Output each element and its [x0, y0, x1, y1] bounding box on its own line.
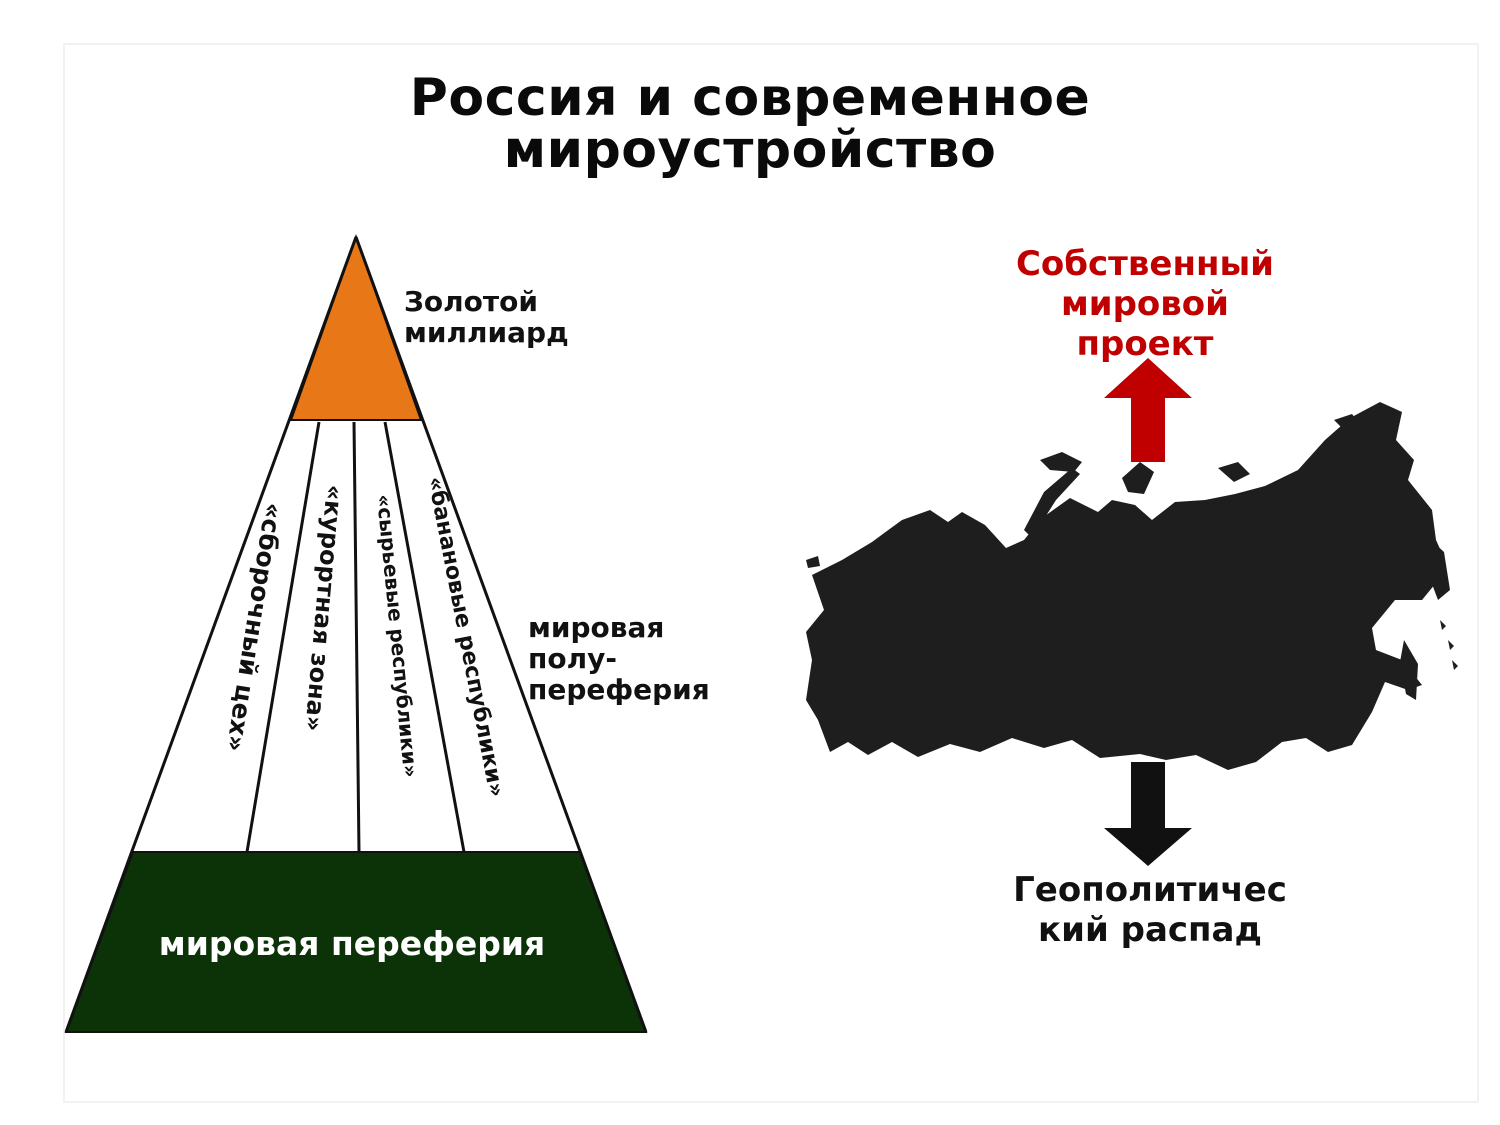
- title-line-1: Россия и современное: [409, 68, 1091, 128]
- kamchatka: [1418, 528, 1450, 600]
- franz-josef-land: [1040, 452, 1082, 472]
- pyramid-top-section: [289, 234, 423, 421]
- own-world-project-label: Собственный мировой проект: [1015, 244, 1275, 364]
- base-label: мировая переферия: [159, 924, 545, 963]
- pyramid-right-edge: [354, 236, 648, 1033]
- golden-billion-label: Золотой миллиард: [404, 285, 569, 349]
- wrangel-island: [1334, 414, 1360, 430]
- russia-map: [806, 402, 1458, 770]
- title-line-2: мироустройство: [503, 120, 997, 180]
- strip-divider-1: [245, 421, 321, 853]
- kaliningrad: [806, 556, 820, 568]
- slide-frame: [63, 43, 1479, 1103]
- semi-periphery-label: мировая полу- переферия: [528, 611, 710, 706]
- new-siberian-islands: [1218, 462, 1250, 482]
- novaya-zemlya: [1024, 468, 1080, 538]
- rise-arrow: [1104, 358, 1192, 462]
- geopolitical-collapse-label: Геополитичес кий распад: [1013, 870, 1287, 950]
- kuril-islands: [1440, 620, 1458, 670]
- page-title: Россия и современное мироустройство: [0, 72, 1500, 176]
- strip-divider-3: [383, 421, 466, 853]
- severnaya-zemlya: [1122, 462, 1154, 494]
- russia-silhouette: [806, 402, 1445, 770]
- pyramid-left-edge: [64, 236, 358, 1033]
- pyramid: «сборочный цех» «курортная зона» «сырьев…: [64, 234, 648, 1033]
- sakhalin: [1400, 640, 1418, 700]
- strip-divider-2: [352, 421, 361, 853]
- fall-arrow: [1104, 762, 1192, 866]
